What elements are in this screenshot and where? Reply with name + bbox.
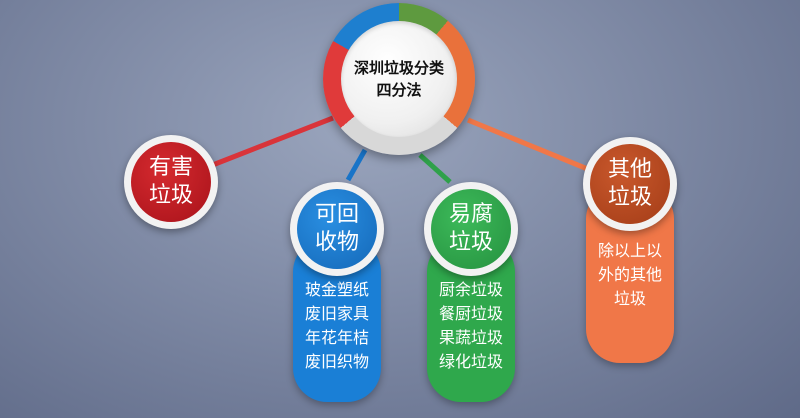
other-label-line1: 其他	[607, 157, 652, 182]
perishable-item: 绿化垃圾	[438, 352, 503, 371]
hazardous-label-line2: 垃圾	[148, 183, 193, 208]
recyclable-label-line2: 收物	[314, 230, 359, 255]
other-item: 垃圾	[613, 289, 646, 308]
hazardous-label-line1: 有害	[148, 155, 193, 180]
recyclable-item: 废旧家具	[304, 304, 369, 323]
recyclable-item: 年花年桔	[304, 328, 369, 347]
perishable-label-line2: 垃圾	[448, 230, 493, 255]
hazardous-node: 有害 垃圾	[124, 135, 218, 229]
connector-hazardous	[204, 115, 334, 171]
connector-recyclable	[345, 148, 368, 182]
other-item: 除以上以	[597, 241, 662, 260]
perishable-node: 易腐 垃圾	[424, 182, 518, 276]
connector-other	[467, 117, 591, 173]
hub-title-line2: 四分法	[376, 81, 422, 99]
recyclable-item: 废旧织物	[304, 352, 369, 371]
recyclable-item: 玻金塑纸	[304, 280, 369, 299]
hub-center: 深圳垃圾分类 四分法	[341, 21, 457, 137]
connector-perishable	[418, 153, 452, 184]
perishable-item: 果蔬垃圾	[438, 328, 503, 347]
recyclable-label-line1: 可回	[314, 202, 359, 227]
recyclable-node: 可回 收物	[290, 182, 384, 276]
perishable-item: 厨余垃圾	[438, 280, 503, 299]
other-item: 外的其他	[597, 265, 662, 284]
other-node: 其他 垃圾	[583, 137, 677, 231]
other-label-line2: 垃圾	[607, 185, 652, 210]
hub-title-line1: 深圳垃圾分类	[353, 59, 444, 77]
perishable-label-line1: 易腐	[448, 202, 493, 227]
perishable-item: 餐厨垃圾	[438, 304, 503, 323]
